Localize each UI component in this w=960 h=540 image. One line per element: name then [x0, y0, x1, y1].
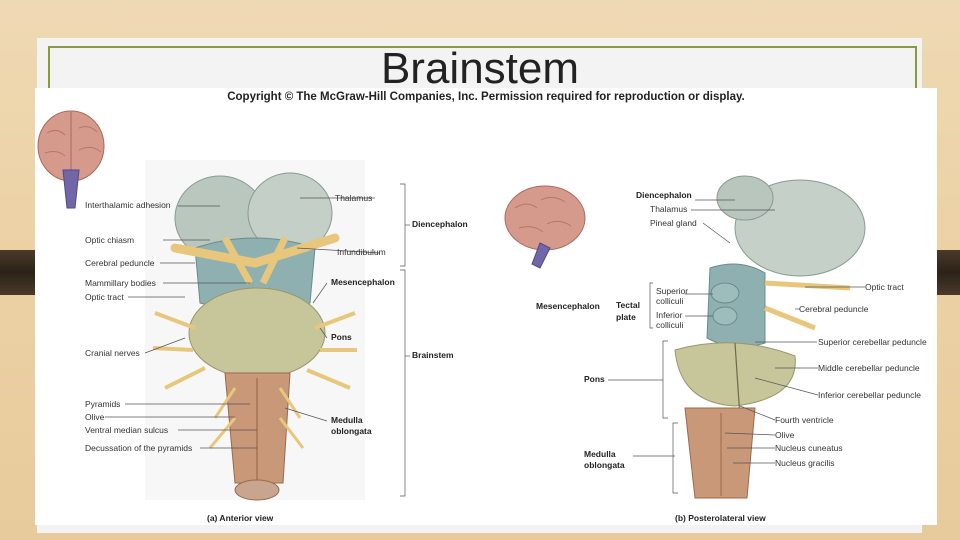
label-ventral-median-sulcus: Ventral median sulcus: [85, 425, 168, 435]
label-inferior-colliculi-1: Inferior: [656, 310, 683, 320]
label-inferior-colliculi-2: colliculi: [656, 320, 684, 330]
label-inferior-cerebellar-peduncle: Inferior cerebellar peduncle: [818, 390, 921, 400]
label-pons-posterolateral: Pons: [584, 374, 605, 384]
label-middle-cerebellar-peduncle: Middle cerebellar peduncle: [818, 363, 920, 373]
label-nucleus-cuneatus: Nucleus cuneatus: [775, 443, 843, 453]
label-thalamus-anterior: Thalamus: [335, 193, 372, 203]
label-medulla-anterior-1: Medulla: [331, 415, 363, 425]
label-superior-colliculi-2: colliculi: [656, 296, 684, 306]
label-optic-chiasm: Optic chiasm: [85, 235, 134, 245]
label-tectal-plate-2: plate: [616, 312, 636, 322]
brainstem-figure: Copyright © The McGraw-Hill Companies, I…: [35, 88, 937, 525]
label-diencephalon-anterior: Diencephalon: [412, 219, 468, 229]
label-medulla-anterior-2: oblongata: [331, 426, 372, 436]
label-optic-tract-posterolateral: Optic tract: [865, 282, 904, 292]
label-olive-posterolateral: Olive: [775, 430, 795, 440]
label-cerebral-peduncle-posterolateral: Cerebral peduncle: [799, 304, 869, 314]
label-cerebral-peduncle: Cerebral peduncle: [85, 258, 155, 268]
label-tectal-plate-1: Tectal: [616, 300, 640, 310]
slide-title: Brainstem: [0, 44, 960, 94]
label-superior-colliculi-1: Superior: [656, 286, 688, 296]
label-superior-cerebellar-peduncle: Superior cerebellar peduncle: [818, 337, 927, 347]
label-mesencephalon-anterior: Mesencephalon: [331, 277, 395, 287]
label-medulla-posterolateral-2: oblongata: [584, 460, 625, 470]
figure-illustration: Interthalamic adhesion Optic chiasm Cere…: [35, 88, 937, 525]
label-diencephalon-posterolateral: Diencephalon: [636, 190, 692, 200]
label-decussation-of-pyramids: Decussation of the pyramids: [85, 443, 192, 453]
label-pons-anterior: Pons: [331, 332, 352, 342]
label-pyramids: Pyramids: [85, 399, 120, 409]
label-thalamus-posterolateral: Thalamus: [650, 204, 687, 214]
label-mammillary-bodies: Mammillary bodies: [85, 278, 156, 288]
label-brainstem: Brainstem: [412, 350, 454, 360]
label-nucleus-gracilis: Nucleus gracilis: [775, 458, 835, 468]
caption-anterior-view: (a) Anterior view: [207, 513, 274, 523]
caption-posterolateral-view: (b) Posterolateral view: [675, 513, 766, 523]
label-fourth-ventricle: Fourth ventricle: [775, 415, 834, 425]
label-mesencephalon-posterolateral: Mesencephalon: [536, 301, 600, 311]
label-cranial-nerves: Cranial nerves: [85, 348, 140, 358]
brain-icon-posterolateral: [505, 186, 585, 268]
label-optic-tract: Optic tract: [85, 292, 124, 302]
brain-icon-anterior: [38, 111, 104, 208]
label-olive: Olive: [85, 412, 105, 422]
label-infundibulum: Infundibulum: [337, 247, 386, 257]
label-medulla-posterolateral-1: Medulla: [584, 449, 616, 459]
label-interthalamic-adhesion: Interthalamic adhesion: [85, 200, 171, 210]
label-pineal-gland: Pineal gland: [650, 218, 697, 228]
